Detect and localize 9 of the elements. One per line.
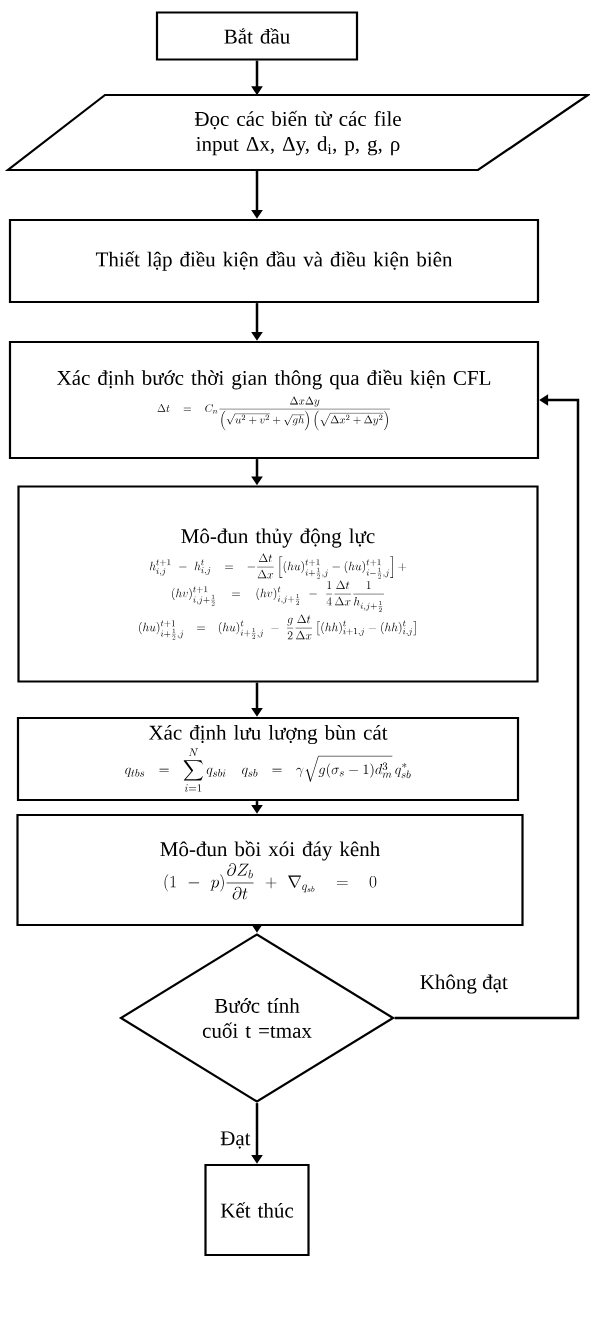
- edge-label: Không đạt: [417, 972, 510, 996]
- process-box: Mô-đun bồi xói đáy kênh $(1-p)\frac{\partial Z_b}{\partial t} + \nabla_{q_{sb}} = 0$: [16, 813, 524, 927]
- process-box: Xác định bước thời gian thông qua điều kiện CFL $\Delta t = C_n \frac{\Delta x\Delta y}{\left(\sqrt{u^2+v^2}+\sqrt{gh}\right)\left(\sqrt{\Delta x^2+\Delta y^2}\right)}$: [8, 340, 540, 460]
- process-box: Thiết lập điều kiện đầu và điều kiện biên: [8, 218, 540, 304]
- end-box: Kết thúc: [204, 1163, 310, 1257]
- edge-label: Đạt: [218, 1129, 253, 1151]
- process-box: Xác định lưu lượng bùn cát $q_{tbs} = \sum_{i=1}^{N} q_{sbi} \quad q_{sb} = \gamma\sqrt{g(\sigma_s-1)d_m^3}\,q_{sb}^{*}$: [16, 716, 520, 802]
- process-box: Mô-đun thủy động lực $h^{t+1}_{i,j} - h^{t}_{i,j} = -\frac{\Delta t}{\Delta x}\left[(hu)^{t+1}_{i+\frac{1}{2},j} - (hu)^{t+1}_{i-\frac{1}{2},j}\right] +$ $(hv)^{t+1}_{i,j+\frac{1}{2}} = (hv)^{t}_{i,j+\frac{1}{2}} - \frac{1}{4}\frac{\Delta t}{\Delta x}\frac{1}{h_{i,j+\frac{1}{2}}}$ $(hu)^{t+1}_{i+\frac{1}{2},j} = (hu)^{t}_{i+\frac{1}{2},j} - \frac{g}{2}\frac{\Delta t}{\Delta x}\left[(hh)^{t}_{i+1,j} - (hh)^{t}_{i,j}\right]$: [17, 485, 539, 683]
- start-box: Bắt đầu: [155, 11, 359, 61]
